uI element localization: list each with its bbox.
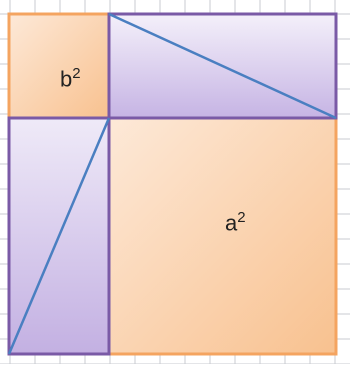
label-b-base: b bbox=[60, 66, 73, 92]
label-a-squared: a2 bbox=[225, 210, 246, 234]
diagonal-left bbox=[7, 117, 111, 355]
square-a2 bbox=[107, 116, 338, 356]
label-b-squared: b2 bbox=[60, 66, 81, 90]
diagonal-top bbox=[108, 12, 337, 120]
square-b2 bbox=[7, 12, 111, 120]
label-b-exponent: 2 bbox=[72, 65, 81, 82]
label-a-exponent: 2 bbox=[237, 209, 246, 226]
label-a-base: a bbox=[225, 210, 238, 236]
